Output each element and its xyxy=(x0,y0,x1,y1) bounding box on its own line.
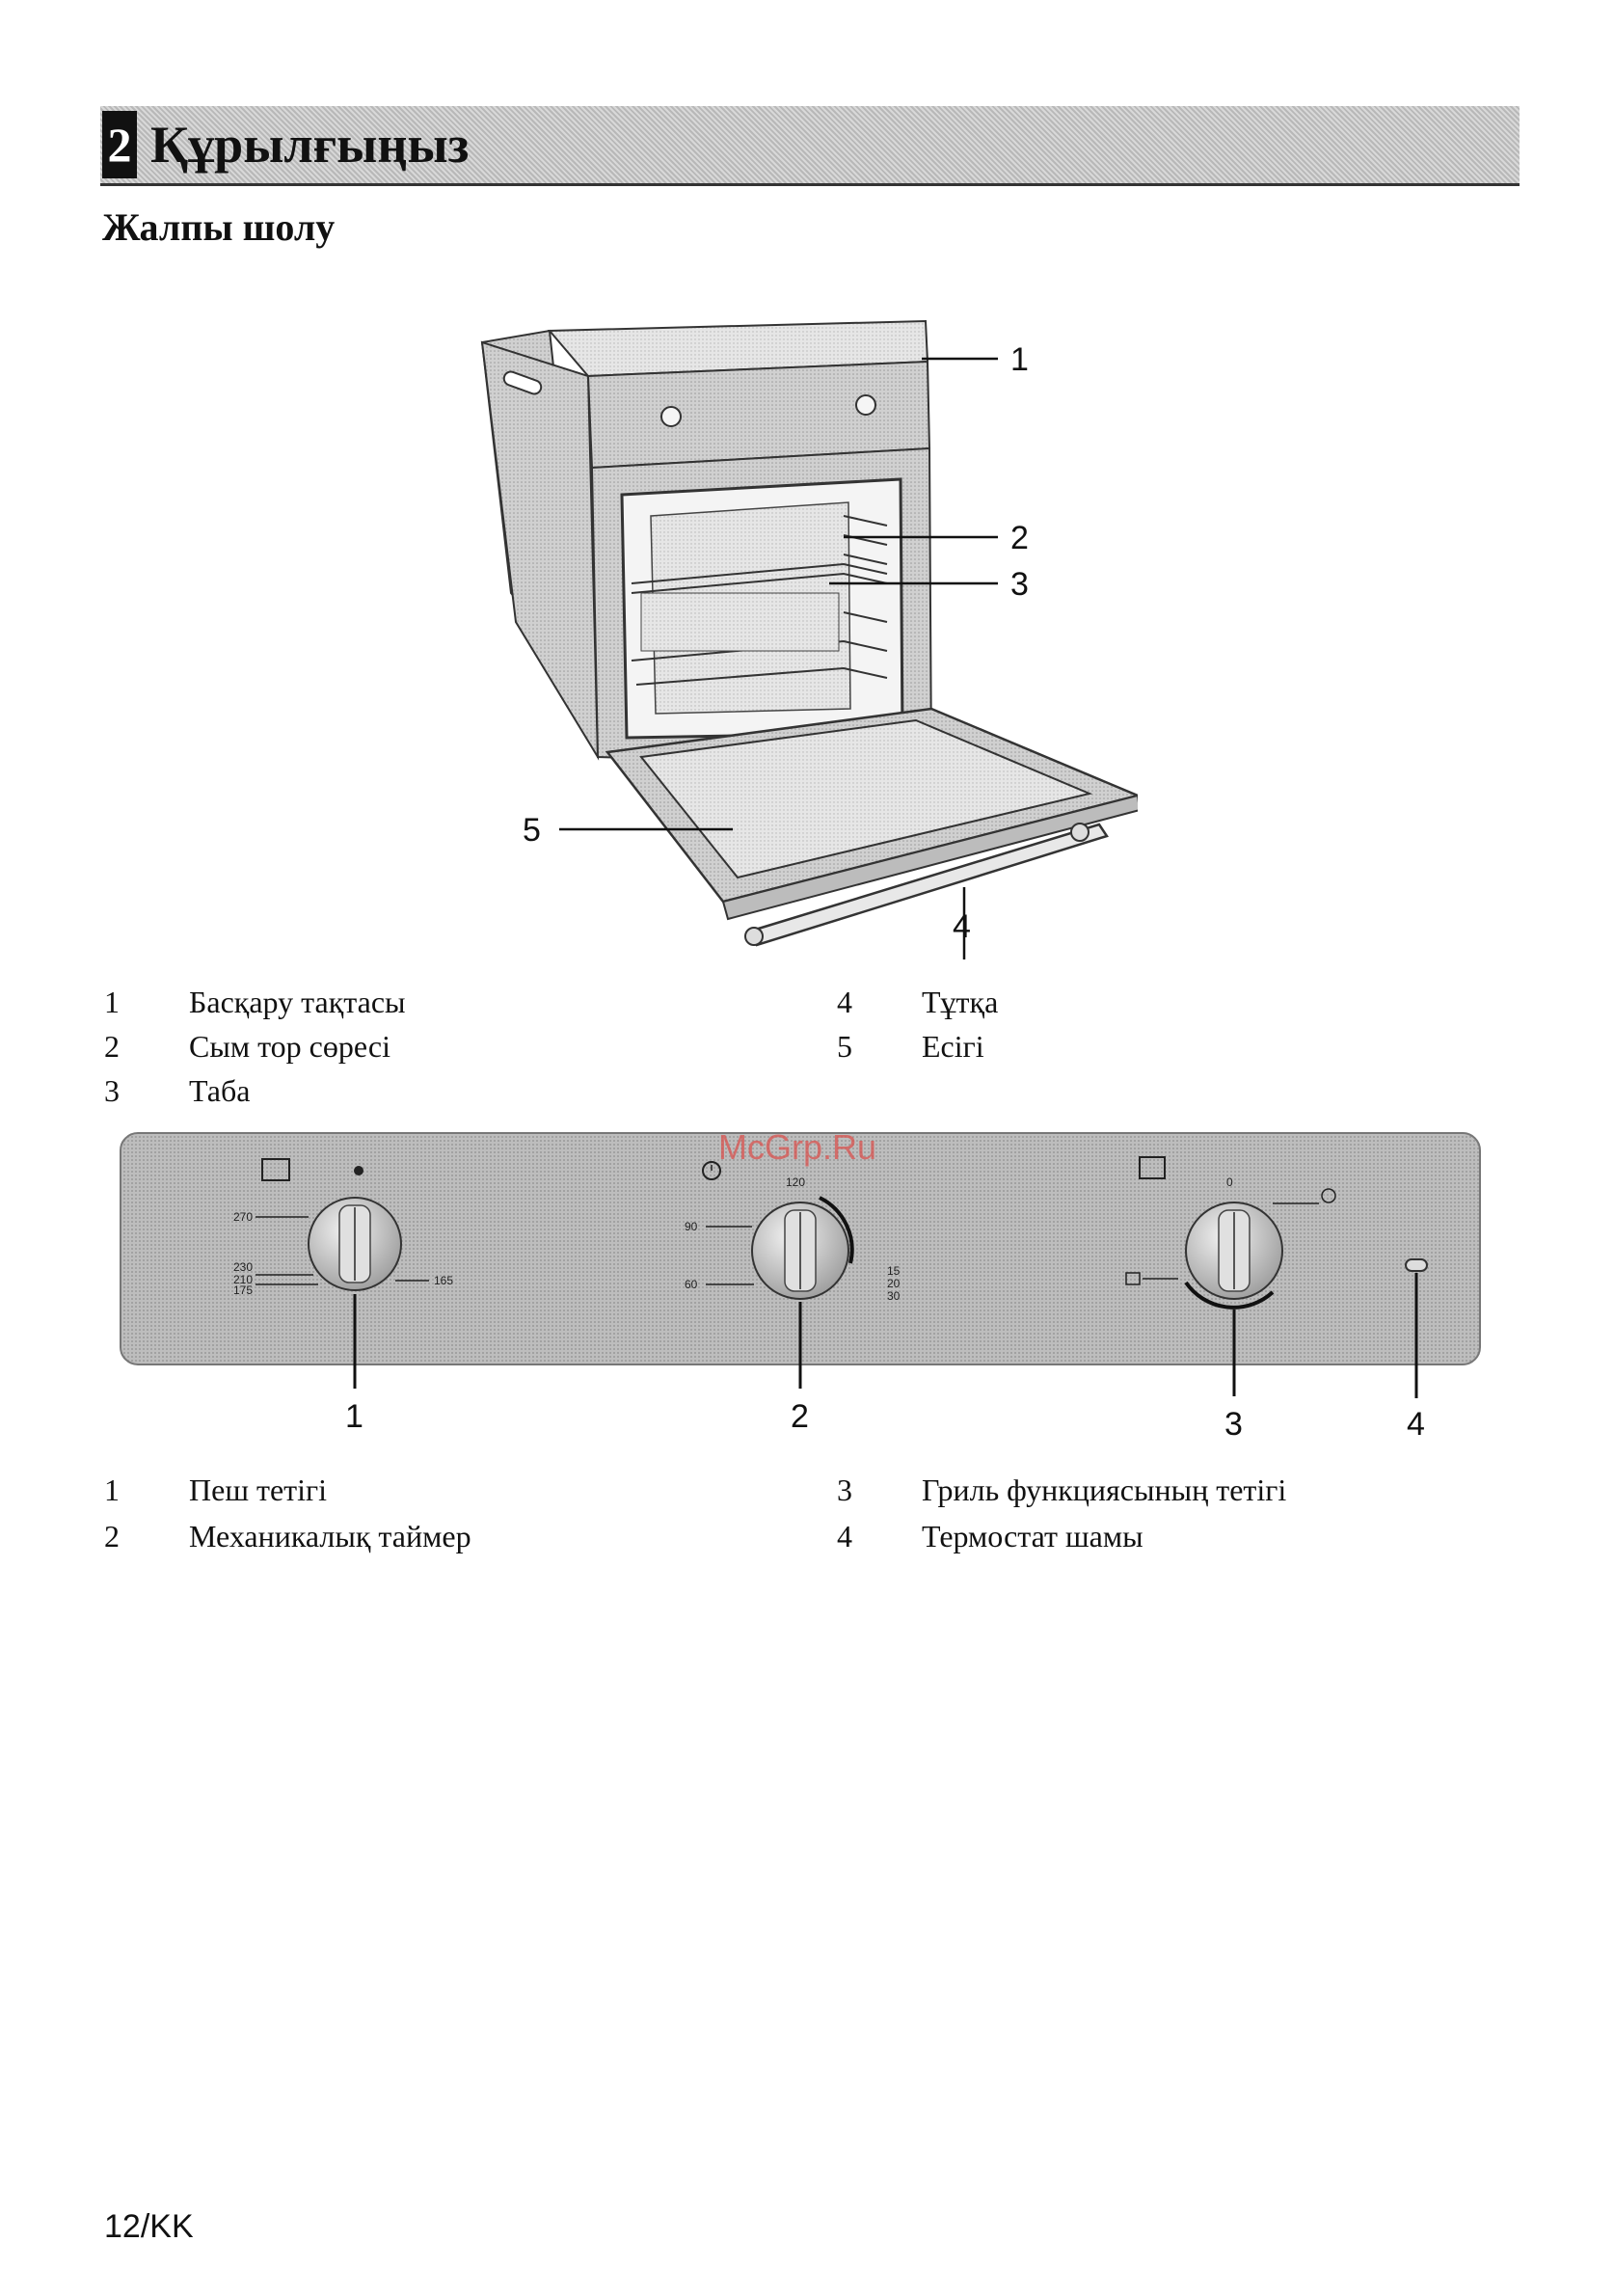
oven-callout-1: 1 xyxy=(1010,341,1029,378)
oven-callout-3: 3 xyxy=(1010,566,1029,603)
oven-illustration: 1 2 3 5 xyxy=(463,304,1138,959)
svg-text:0: 0 xyxy=(1226,1175,1233,1189)
panel-legend: 1 Пеш тетігі 2 Механикалық таймер 3 Грил… xyxy=(104,1468,1358,1564)
svg-text:230: 230 xyxy=(233,1260,253,1274)
watermark: McGrp.Ru xyxy=(718,1128,876,1167)
chapter-header: 2 Құрылғыңыз xyxy=(100,106,1520,186)
oven-callout-5: 5 xyxy=(523,812,541,849)
control-panel-illustration: McGrp.Ru 270 230 2 1 0 175 165 xyxy=(116,1128,1485,1461)
thermostat-lamp xyxy=(1406,1259,1427,1271)
panel-callout-3: 3 xyxy=(1224,1406,1243,1443)
svg-text:175: 175 xyxy=(233,1283,253,1297)
svg-text:165: 165 xyxy=(434,1274,453,1287)
svg-text:20: 20 xyxy=(887,1277,901,1290)
panel-callout-4: 4 xyxy=(1407,1406,1425,1443)
oven-callout-2: 2 xyxy=(1010,520,1029,556)
section-title: Жалпы шолу xyxy=(102,204,335,250)
svg-text:90: 90 xyxy=(685,1220,698,1233)
svg-text:15: 15 xyxy=(887,1264,901,1278)
panel-callout-2: 2 xyxy=(791,1398,809,1435)
svg-text:120: 120 xyxy=(786,1175,805,1189)
chapter-title: Құрылғыңыз xyxy=(150,115,469,175)
panel-callout-1: 1 xyxy=(345,1398,363,1435)
svg-text:60: 60 xyxy=(685,1278,698,1291)
oven-callout-4: 4 xyxy=(953,908,971,946)
oven-legend: 1 Басқару тақтасы 2 Сым тор сөресі 3 Таб… xyxy=(104,980,1358,1115)
page-number: 12/KK xyxy=(104,2208,194,2246)
svg-text:30: 30 xyxy=(887,1289,901,1303)
svg-text:270: 270 xyxy=(233,1210,253,1224)
chapter-number: 2 xyxy=(102,111,137,178)
